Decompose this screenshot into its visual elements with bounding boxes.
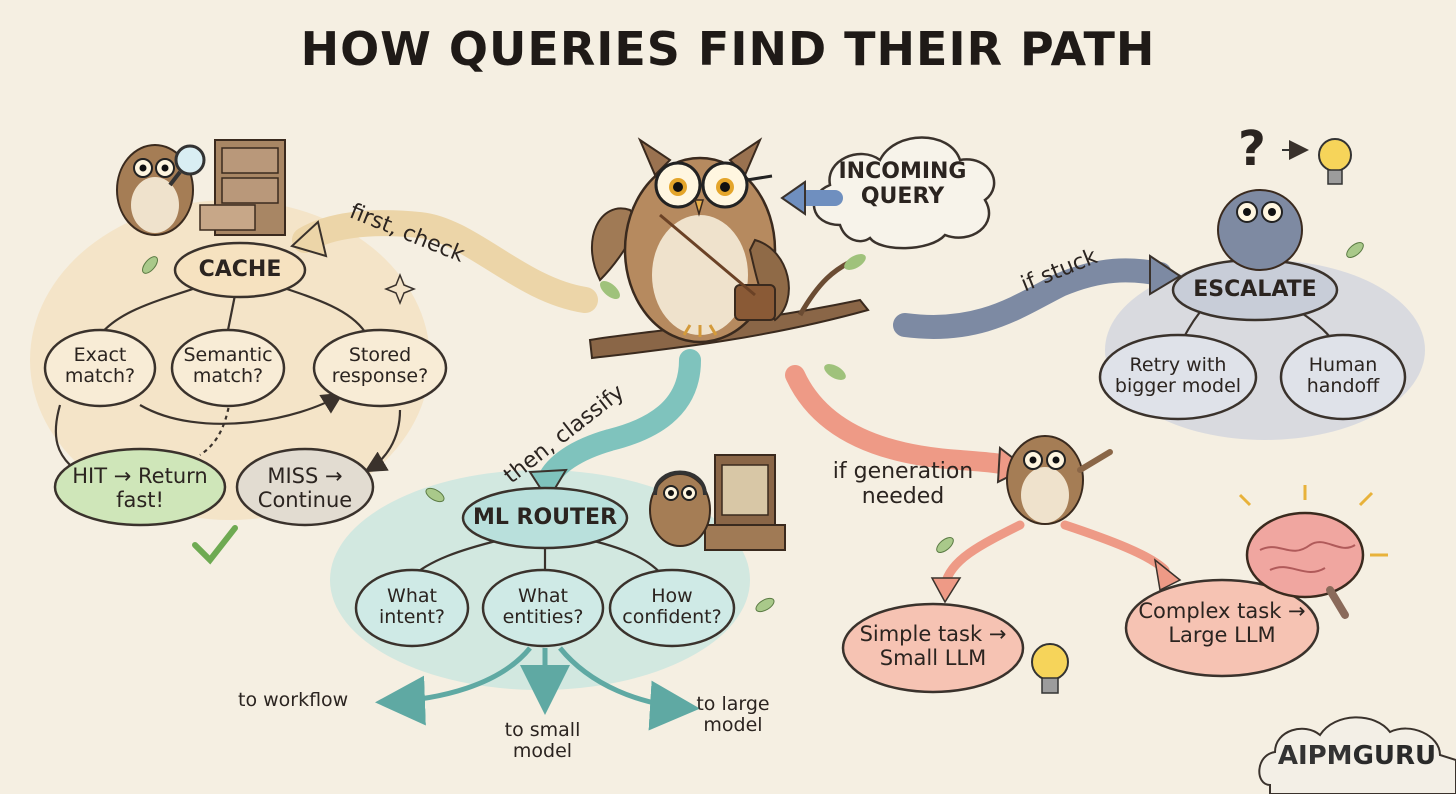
semantic-match-label: Semantic match? <box>178 345 278 388</box>
generation-owl-icon <box>1007 436 1110 524</box>
miss-label: MISS → Continue <box>245 465 365 512</box>
question-mark-icon: ? <box>1238 121 1266 177</box>
stored-response-label: Stored response? <box>322 345 438 388</box>
simple-task-label: Simple task → Small LLM <box>858 623 1008 670</box>
how-confident-label: How confident? <box>614 586 730 629</box>
to-large-model-label: to large model <box>688 694 778 737</box>
cache-label: CACHE <box>175 258 305 283</box>
lightbulb-icon <box>1319 139 1351 184</box>
exact-match-label: Exact match? <box>55 345 145 388</box>
incoming-query-label: INCOMING QUERY <box>835 160 970 209</box>
lightbulb-icon-small <box>1032 644 1068 693</box>
to-workflow-label: to workflow <box>238 690 348 711</box>
file-cabinet-icon <box>200 140 285 235</box>
complex-task-label: Complex task → Large LLM <box>1137 600 1307 647</box>
what-entities-label: What entities? <box>490 586 596 629</box>
if-generation-label: if generation needed <box>828 460 978 509</box>
complex-arrow <box>1065 525 1165 570</box>
brand-part1: AIPM <box>1278 741 1353 771</box>
checkmark-icon <box>195 528 235 560</box>
page-title: HOW QUERIES FIND THEIR PATH <box>0 22 1456 76</box>
brand-part2: GURU <box>1353 741 1437 771</box>
escalate-label: ESCALATE <box>1173 278 1337 303</box>
escalate-owl-icon <box>1218 190 1302 270</box>
human-handoff-label: Human handoff <box>1293 355 1393 398</box>
ml-router-label: ML ROUTER <box>463 506 627 531</box>
hit-label: HIT → Return fast! <box>65 465 215 512</box>
retry-label: Retry with bigger model <box>1108 355 1248 398</box>
what-intent-label: What intent? <box>367 586 457 629</box>
central-owl-icon <box>592 140 789 342</box>
if-generation-arrow <box>795 375 1010 466</box>
switchboard-icon <box>705 455 785 550</box>
simple-arrow <box>945 525 1020 585</box>
to-small-model-label: to small model <box>495 720 590 763</box>
